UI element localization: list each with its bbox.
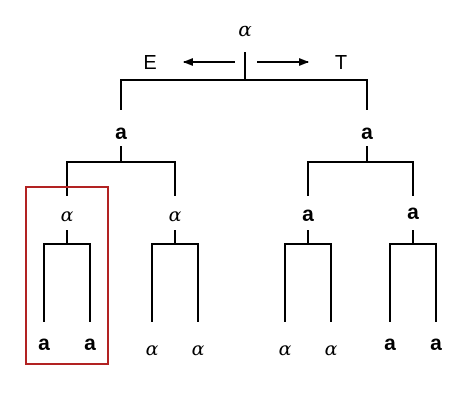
leaf-5: α (279, 338, 292, 360)
l2-4-bracket (389, 243, 437, 322)
level2-node-4: a (407, 201, 419, 224)
direction-right-label: T (335, 52, 347, 74)
leaf-7: a (384, 332, 396, 355)
direction-left-label: E (143, 52, 156, 74)
level1-node-right: a (361, 121, 373, 144)
left-a-bracket (66, 161, 176, 196)
leaf-6: α (325, 338, 338, 360)
l2-1-bracket (43, 243, 91, 322)
l2-3-bracket (284, 243, 332, 322)
level2-node-3: a (302, 203, 314, 226)
right-a-bracket (307, 161, 414, 196)
highlight-box (25, 186, 109, 365)
l2-2-bracket (151, 243, 199, 322)
leaf-4: α (192, 338, 205, 360)
level2-node-2: α (169, 204, 182, 226)
tree-edges (43, 52, 437, 322)
leaf-8: a (430, 332, 442, 355)
leaf-2: a (84, 332, 96, 355)
root-label: α (238, 17, 252, 41)
level1-node-left: a (115, 121, 127, 144)
level2-node-1: α (61, 204, 74, 226)
root-bracket (120, 79, 368, 110)
leaf-3: α (146, 338, 159, 360)
leaf-1: a (38, 332, 50, 355)
